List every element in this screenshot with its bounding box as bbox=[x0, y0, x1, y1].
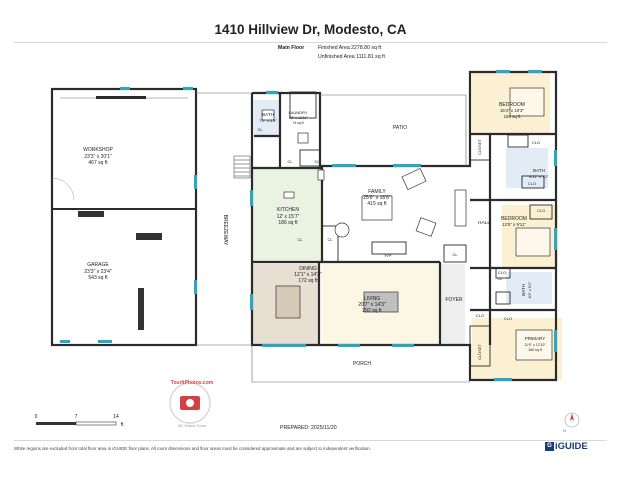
svg-text:7: 7 bbox=[75, 414, 78, 420]
garage-dims: 23'3" x 23'4" bbox=[84, 269, 112, 275]
hall-label: HALL bbox=[478, 220, 490, 226]
clo-label-4: CLO bbox=[476, 313, 484, 318]
svg-text:N: N bbox=[563, 428, 566, 433]
svg-text:0: 0 bbox=[35, 414, 38, 420]
living-dims: 20'7" x 14'3" bbox=[358, 302, 386, 308]
bath2-dims: 8'11" x 7'2" bbox=[529, 174, 549, 179]
patio-label: PATIO bbox=[393, 125, 407, 131]
bedroom1-area: 156 sq ft bbox=[504, 114, 522, 119]
bedroom2-label: BEDROOM bbox=[501, 216, 527, 222]
living-label: LIVING bbox=[364, 296, 381, 302]
outbuilding bbox=[50, 87, 198, 347]
workshop-area: 467 sq ft bbox=[88, 160, 108, 166]
cl-label-6: CL bbox=[452, 252, 458, 257]
primary-area: 160 sq ft bbox=[528, 348, 542, 352]
furniture bbox=[261, 87, 553, 361]
cl-label-1: CL bbox=[287, 159, 293, 164]
bath2-fill bbox=[506, 148, 548, 188]
workshop-dims: 23'3" x 20'1" bbox=[84, 154, 112, 160]
bedroom1-dims: 15'4" x 10'3" bbox=[500, 108, 525, 113]
page-title: 1410 Hillview Dr, Modesto, CA bbox=[214, 22, 407, 37]
cl-label-4: CL bbox=[297, 237, 303, 242]
cabinet bbox=[138, 288, 144, 330]
dining-label: DINING bbox=[299, 266, 317, 272]
closet-label-1: CLOSET bbox=[477, 138, 482, 155]
kitchen-area: 186 sq ft bbox=[278, 220, 298, 226]
cl-label-5: CL bbox=[327, 237, 333, 242]
unfinished-area: Unfinished Area 1111.81 sq ft bbox=[318, 54, 385, 60]
dining-dims: 12'1" x 14'3" bbox=[294, 272, 322, 278]
primary-label: PRIMARY bbox=[525, 336, 545, 341]
footer-divider bbox=[14, 440, 607, 441]
laundry-dims: 9'5" x 12'11" bbox=[289, 116, 308, 120]
kitchen-label: KITCHEN bbox=[277, 207, 299, 213]
garage-label: GARAGE bbox=[87, 262, 109, 268]
workshop-label: WORKSHOP bbox=[83, 147, 113, 153]
clo-label-6: CLO bbox=[528, 181, 536, 186]
finished-area: Finished Area 2278.80 sq ft bbox=[318, 45, 382, 51]
labels: WORKSHOP 23'3" x 20'1" 467 sq ft GARAGE … bbox=[83, 102, 549, 367]
shelf bbox=[136, 233, 162, 240]
breezeway-label: BREEZEWAY bbox=[222, 215, 228, 247]
bath3-fill bbox=[506, 272, 552, 304]
primary-dims: 11'9" x 12'10" bbox=[524, 343, 546, 347]
family-dims: 25'6" x 16'6" bbox=[363, 195, 391, 201]
bath1-label: BATH bbox=[262, 112, 274, 117]
living-area: 292 sq ft bbox=[362, 308, 382, 314]
workbench bbox=[78, 211, 104, 217]
porch-label: PORCH bbox=[353, 361, 371, 367]
header-divider bbox=[14, 42, 607, 43]
clo-label-2: CLO bbox=[537, 208, 545, 213]
iguide-icon: G bbox=[545, 441, 554, 451]
dining-area: 172 sq ft bbox=[298, 278, 318, 284]
clo-label-1: CLO bbox=[532, 140, 540, 145]
bath3-dims: 8'2" x 6'2" bbox=[528, 281, 532, 298]
laundry-area: 74 sq ft bbox=[292, 121, 303, 125]
bath3-label: BATH bbox=[521, 284, 526, 296]
garage-door-marker bbox=[96, 96, 146, 99]
steps bbox=[233, 155, 251, 179]
disclaimer: White regions are excluded from total fl… bbox=[14, 446, 371, 451]
svg-text:3D Virtual Tours: 3D Virtual Tours bbox=[178, 423, 206, 428]
foyer-label: FOYER bbox=[445, 297, 463, 303]
laundry-label: LAUNDRY bbox=[288, 110, 307, 115]
clo-label-3: CLO bbox=[498, 270, 506, 275]
clo-label-5: CLO bbox=[504, 316, 512, 321]
family-label: FAMILY bbox=[368, 189, 386, 195]
bedroom2-dims: 13'5" x 9'11" bbox=[502, 222, 526, 227]
bath1-dims: 7'6" x 6'8" bbox=[259, 118, 277, 123]
svg-text:ft: ft bbox=[121, 422, 124, 428]
bath2-label: BATH bbox=[533, 168, 545, 173]
cl-label-3: CL bbox=[257, 127, 263, 132]
closet-label-2: CLOSET bbox=[477, 343, 482, 360]
watermark-logo: TourItPhotos.com 3D Virtual Tours bbox=[169, 380, 214, 428]
prepared-date: PREPARED: 2025/11/20 bbox=[280, 425, 337, 431]
garage-area: 543 sq ft bbox=[88, 275, 108, 281]
scale-bar: 0 7 14 ft bbox=[35, 414, 124, 428]
cl-label-7: CL bbox=[497, 276, 503, 281]
svg-text:TourItPhotos.com: TourItPhotos.com bbox=[171, 380, 214, 386]
svg-text:14: 14 bbox=[113, 414, 119, 420]
foyer-fill bbox=[440, 264, 465, 345]
kitchen-dims: 12' x 15'7" bbox=[277, 214, 300, 220]
fireplace-label: F/P bbox=[384, 253, 391, 258]
compass-icon: N bbox=[563, 412, 580, 433]
kitchen-fill bbox=[252, 168, 322, 262]
floor-name: Main Floor bbox=[278, 45, 305, 51]
cl-label-2: CL bbox=[314, 159, 320, 164]
bedroom1-label: BEDROOM bbox=[499, 102, 525, 108]
family-area: 415 sq ft bbox=[367, 201, 387, 207]
